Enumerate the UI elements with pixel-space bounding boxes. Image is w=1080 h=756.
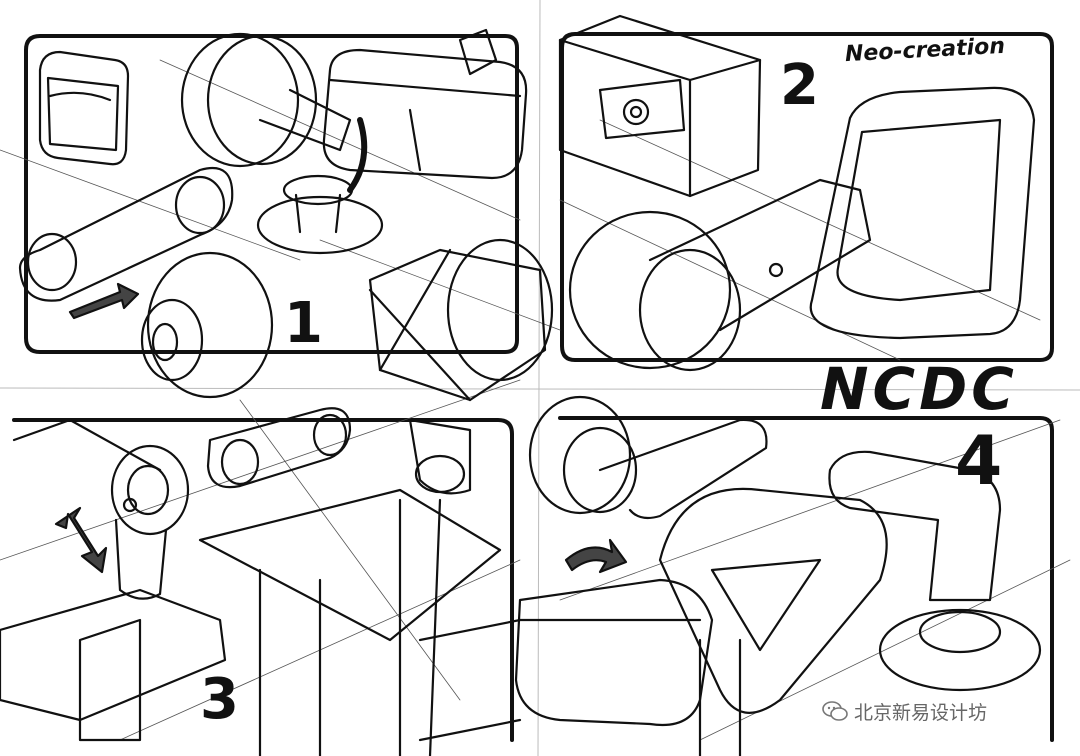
panel-2-sketches — [558, 14, 1036, 372]
panel-1-sketches — [18, 28, 554, 402]
panel-number-2: 2 — [780, 53, 819, 118]
panel-number-3: 3 — [200, 667, 239, 732]
watermark: 北京新易设计坊 — [822, 698, 987, 724]
panel-number-1: 1 — [284, 291, 323, 356]
watermark-text: 北京新易设计坊 — [854, 701, 988, 724]
panel-frames — [12, 32, 1054, 742]
sheet-title: NCDC — [820, 355, 1018, 423]
panel-number-4: 4 — [955, 422, 1003, 501]
panel-4-sketches — [418, 395, 1042, 756]
wechat-icon — [822, 701, 848, 721]
panel-3-sketches — [0, 407, 502, 756]
